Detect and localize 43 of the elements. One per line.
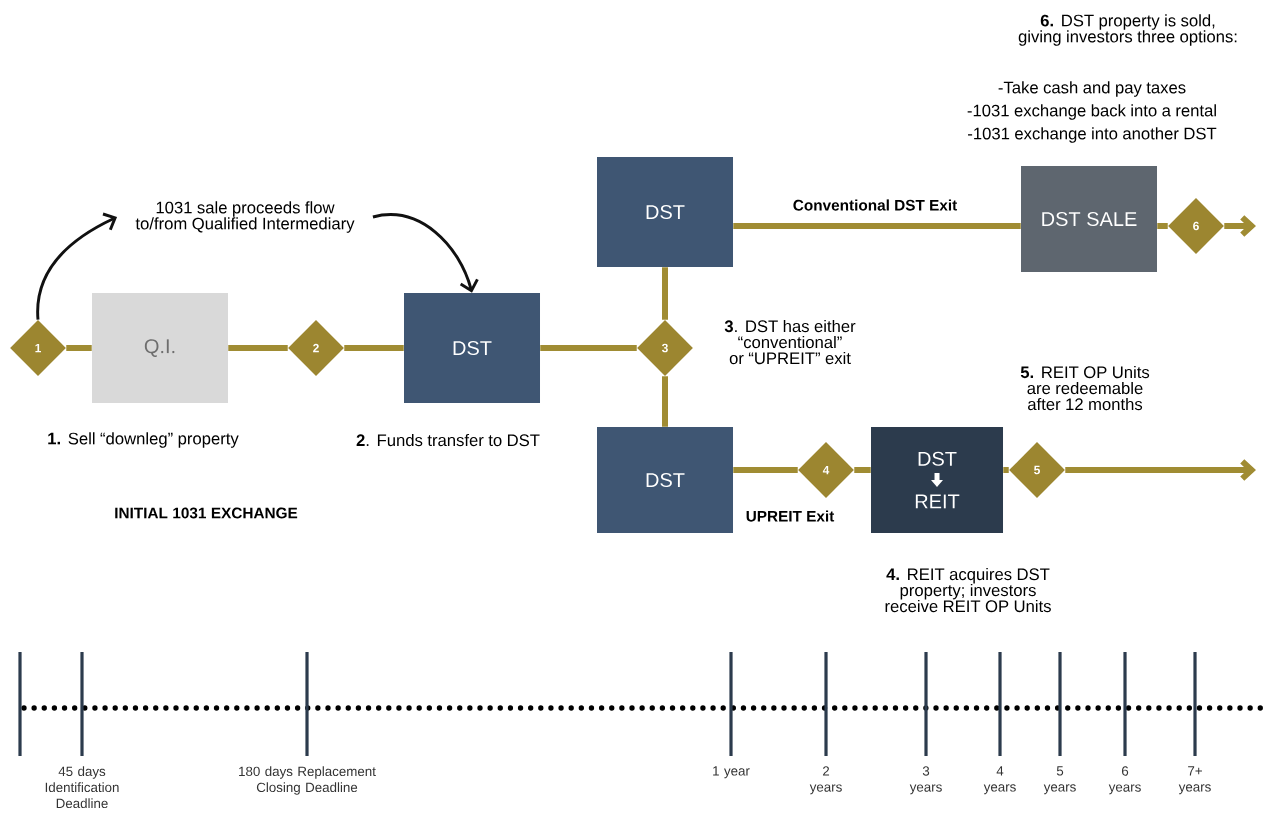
connector-line [228,345,288,351]
connector-line [540,345,637,351]
connector-line [1003,467,1009,473]
tick-label: 6 years [1108,766,1141,795]
process-box: DST [597,427,733,533]
connector-line [733,223,1021,229]
note-text: 3. DST has either “conventional” or “UPREIT” exit [724,319,856,365]
connector-line [66,345,92,351]
arrow [372,213,479,293]
tick-label: 3 years [909,766,942,795]
note-text: 6. DST property is sold, giving investors three options: [1018,14,1237,46]
tick-label: 180 days Replacement Closing Deadline [239,766,376,795]
arrow [1224,215,1256,237]
process-box: Q.I. [92,293,228,403]
note-text: 4. REIT acquires DST property; investors receive REIT OP Units [885,567,1051,613]
note-text: -1031 exchange into another DST [968,127,1217,143]
arrow [36,212,118,320]
connector-line [1157,223,1168,229]
tick-label: 45 days Identification Deadline [45,766,119,809]
process-box: DST SALE [1021,166,1157,272]
edge-label: UPREIT Exit [743,508,837,524]
tick-label: 4 years [983,766,1016,795]
note-text: 2. Funds transfer to DST [356,433,540,447]
arrow [1065,459,1256,481]
tick-label: 1 year [713,766,750,779]
process-box: DST REIT [871,427,1003,533]
connector-line [854,467,871,473]
process-box: DST [597,157,733,267]
heading-text: INITIAL 1031 EXCHANGE [115,507,298,519]
connector-line [662,376,668,427]
note-text: 1031 sale proceeds flow to/from Qualified Intermediary [135,201,355,233]
connector-line [344,345,404,351]
connector-line [662,267,668,320]
edge-label: Conventional DST Exit [790,197,960,213]
tick-label: 5 years [1043,766,1076,795]
tick-label: 7+ years [1178,766,1211,795]
process-box: DST [404,293,540,403]
note-text: 1. Sell “downleg” property [48,432,239,448]
note-text: 5. REIT OP Units are redeemable after 12 months [1020,365,1150,411]
connector-line [733,467,798,473]
note-text: -1031 exchange back into a rental [967,104,1216,120]
note-text: -Take cash and pay taxes [998,81,1186,97]
tick-label: 2 years [809,766,842,795]
